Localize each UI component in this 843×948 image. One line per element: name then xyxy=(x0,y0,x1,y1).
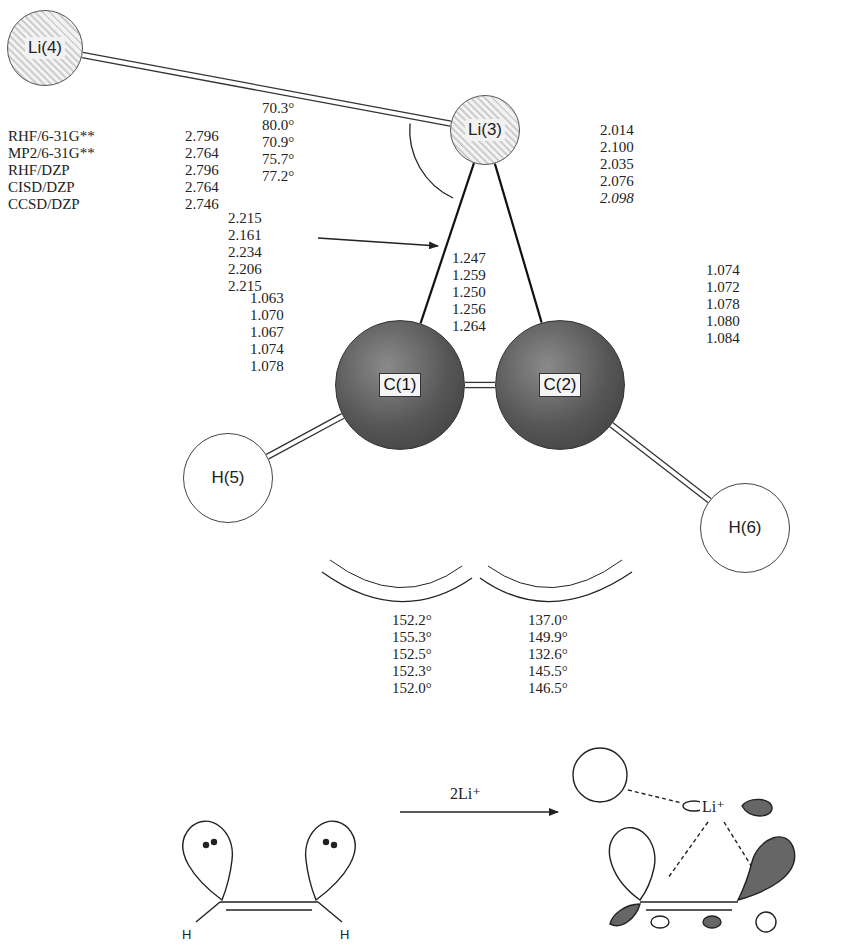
value-label: 75.7° xyxy=(262,151,294,168)
value-label: 2.764 xyxy=(185,145,219,162)
value-label: 1.084 xyxy=(706,330,740,347)
value-label: 2.035 xyxy=(600,156,634,173)
value-label: 132.6° xyxy=(528,646,568,663)
value-label: 70.9° xyxy=(262,134,294,151)
atom-circle: Li(3) xyxy=(450,95,520,165)
value-label: 2.161 xyxy=(228,227,262,244)
scheme-label: H xyxy=(180,926,193,943)
angle-arc xyxy=(322,572,472,602)
value-label: 77.2° xyxy=(262,168,294,185)
value-label: 80.0° xyxy=(262,117,294,134)
value-label: 2.014 xyxy=(600,122,634,139)
bond-line xyxy=(266,414,344,459)
value-label: 1.080 xyxy=(706,313,740,330)
angle-arc xyxy=(488,560,622,588)
value-label: 1.067 xyxy=(250,324,284,341)
value-label: 1.078 xyxy=(250,358,284,375)
method-label: RHF/DZP xyxy=(8,162,70,179)
value-label: 1.074 xyxy=(250,341,284,358)
value-label: 2.796 xyxy=(185,162,219,179)
scheme-label: 2Li⁺ xyxy=(448,785,483,802)
atom-circle: H(6) xyxy=(700,483,790,573)
angle-arc xyxy=(480,572,632,602)
value-label: 146.5° xyxy=(528,680,568,697)
value-label: 152.5° xyxy=(392,646,432,663)
value-label: 155.3° xyxy=(392,629,432,646)
value-label: 2.746 xyxy=(185,196,219,213)
atom-circle: C(2) xyxy=(495,320,625,450)
leader-arrow xyxy=(318,238,438,246)
value-label: 1.074 xyxy=(706,262,740,279)
value-label: 70.3° xyxy=(262,100,294,117)
atom-label: H(6) xyxy=(725,517,764,539)
method-label: CCSD/DZP xyxy=(8,196,80,213)
value-label: 1.247 xyxy=(452,250,486,267)
value-label: 137.0° xyxy=(528,612,568,629)
value-label: 2.098 xyxy=(600,190,634,207)
value-label: 2.796 xyxy=(185,128,219,145)
atom-circle: Li(4) xyxy=(7,10,83,86)
atom-label: C(2) xyxy=(539,373,580,397)
method-label: MP2/6-31G** xyxy=(8,145,95,162)
value-label: 152.2° xyxy=(392,612,432,629)
bond-line xyxy=(82,52,451,126)
value-label: 152.3° xyxy=(392,663,432,680)
method-label: RHF/6-31G** xyxy=(8,128,95,145)
value-label: 2.215 xyxy=(228,210,262,227)
value-label: 2.100 xyxy=(600,139,634,156)
value-label: 2.234 xyxy=(228,244,262,261)
method-label: CISD/DZP xyxy=(8,179,75,196)
value-label: 152.0° xyxy=(392,680,432,697)
value-label: 1.070 xyxy=(250,307,284,324)
value-label: 1.078 xyxy=(706,296,740,313)
value-label: 2.764 xyxy=(185,179,219,196)
atom-label: Li(4) xyxy=(25,37,65,59)
value-label: 1.256 xyxy=(452,301,486,318)
angle-arc xyxy=(410,124,453,199)
scheme-label: H xyxy=(338,926,351,943)
value-label: 2.076 xyxy=(600,173,634,190)
angle-arc xyxy=(330,560,462,588)
atom-circle: H(5) xyxy=(183,433,273,523)
atom-label: Li(3) xyxy=(465,119,505,141)
scheme-label: Li⁺ xyxy=(700,798,727,815)
atom-label: H(5) xyxy=(208,467,247,489)
value-label: 1.250 xyxy=(452,284,486,301)
value-label: 1.259 xyxy=(452,267,486,284)
value-label: 149.9° xyxy=(528,629,568,646)
orbital-scheme xyxy=(183,748,795,932)
value-label: 1.063 xyxy=(250,290,284,307)
atom-label: C(1) xyxy=(379,373,420,397)
value-label: 2.206 xyxy=(228,261,262,278)
atom-circle: C(1) xyxy=(335,320,465,450)
bond-line xyxy=(465,382,495,387)
bond-line xyxy=(495,164,542,323)
value-label: 1.264 xyxy=(452,318,486,335)
bond-line xyxy=(610,423,711,503)
value-label: 145.5° xyxy=(528,663,568,680)
value-label: 1.072 xyxy=(706,279,740,296)
